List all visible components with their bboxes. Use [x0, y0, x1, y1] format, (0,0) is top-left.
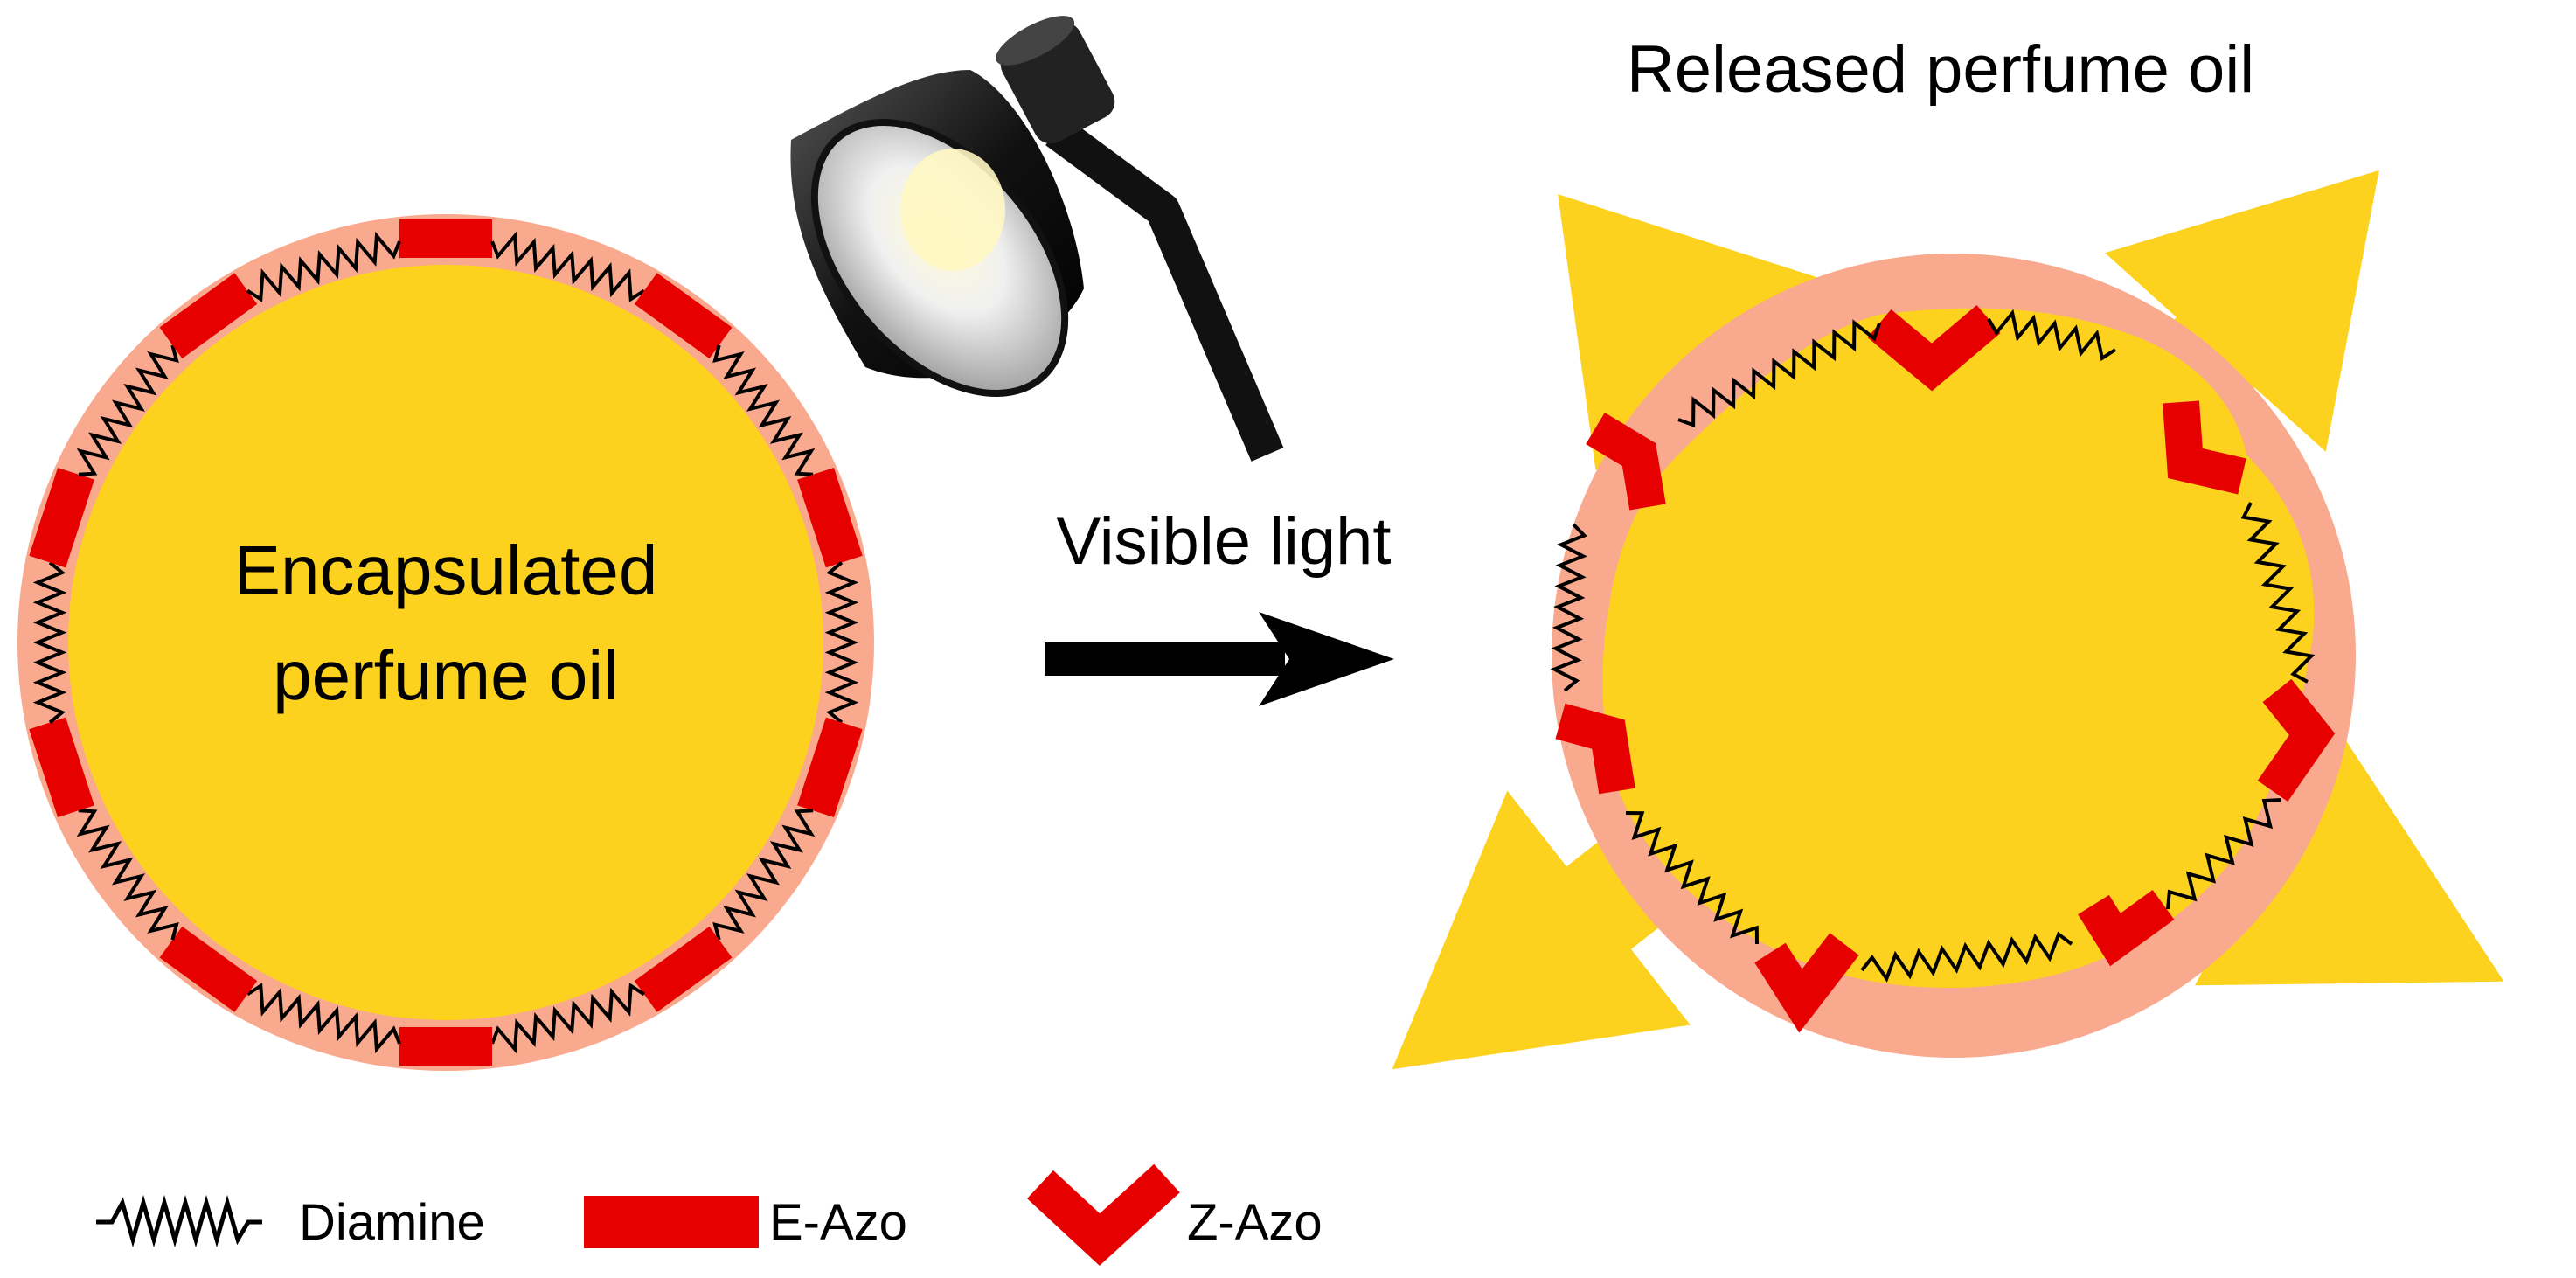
- visible-light-label: Visible light: [1056, 504, 1391, 579]
- diamine-chain: [32, 561, 67, 724]
- perfume-oil-core: [1602, 308, 2315, 988]
- diamine-chain: [824, 561, 859, 724]
- diamine-chain: [246, 231, 401, 302]
- e-azo-unit: [634, 926, 733, 1012]
- diamine-icon: [96, 1194, 262, 1248]
- diamine-chain: [2166, 798, 2282, 910]
- diamine-chain: [76, 344, 179, 476]
- diamine-chain: [1677, 319, 1881, 428]
- z-azo-unit: [1754, 933, 1859, 1033]
- e-azo-unit: [29, 467, 94, 568]
- desk-lamp-icon: [790, 16, 1284, 462]
- diamine-chain: [2240, 502, 2316, 684]
- e-azo-unit: [797, 467, 863, 568]
- diamine-chain: [490, 983, 645, 1054]
- encapsulated-capsule: [17, 214, 874, 1071]
- legend: Diamine E-Azo Z-Azo: [96, 1163, 1323, 1266]
- capsule-wall: [29, 219, 863, 1066]
- e-azo-unit: [29, 717, 94, 818]
- diamine-chain: [246, 983, 401, 1054]
- legend-z-azo-label: Z-Azo: [1187, 1194, 1323, 1251]
- diamine-chain: [1550, 523, 1587, 692]
- e-azo-icon: [584, 1196, 759, 1248]
- e-azo-unit: [399, 1027, 492, 1066]
- released-label: Released perfume oil: [1627, 32, 2254, 107]
- z-azo-unit: [2078, 890, 2175, 967]
- z-azo-icon: [1027, 1163, 1180, 1266]
- z-azo-unit: [1867, 304, 2001, 392]
- e-azo-unit: [634, 273, 733, 359]
- legend-e-azo: E-Azo: [584, 1194, 907, 1251]
- legend-e-azo-label: E-Azo: [769, 1194, 907, 1251]
- diamine-chain: [1860, 931, 2073, 983]
- z-azo-unit: [2163, 400, 2246, 495]
- legend-z-azo: Z-Azo: [1027, 1163, 1323, 1266]
- diamine-chain: [712, 344, 816, 476]
- perfume-oil-core: [68, 265, 823, 1020]
- e-azo-unit: [159, 273, 258, 359]
- legend-diamine: Diamine: [96, 1194, 485, 1251]
- encapsulated-label-line1: Encapsulated: [234, 531, 658, 609]
- diamine-chain: [76, 809, 179, 941]
- e-azo-unit: [159, 926, 258, 1012]
- arrow-right-icon: [1045, 612, 1394, 706]
- legend-diamine-label: Diamine: [299, 1194, 485, 1251]
- z-azo-unit: [1555, 703, 1635, 795]
- z-azo-unit: [2257, 678, 2336, 802]
- diamine-chain: [1987, 309, 2117, 361]
- diamine-chain: [1625, 811, 1759, 945]
- diamine-chain: [712, 809, 816, 941]
- released-capsule: [1550, 254, 2356, 1058]
- e-azo-unit: [399, 219, 492, 258]
- encapsulated-label-line2: perfume oil: [273, 636, 619, 714]
- z-azo-unit: [1586, 412, 1666, 511]
- diamine-chain: [490, 231, 645, 302]
- capsule-wall: [1550, 304, 2336, 1033]
- e-azo-unit: [797, 717, 863, 818]
